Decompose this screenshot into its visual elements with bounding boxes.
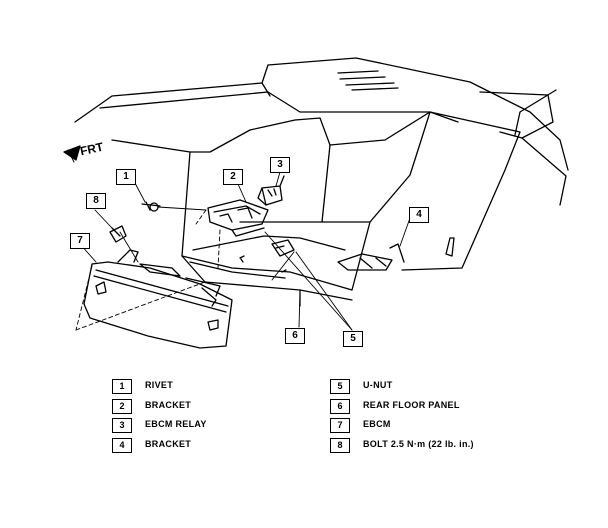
rivet xyxy=(141,201,161,212)
rear-floor-panel xyxy=(181,255,353,307)
ebcm-relay xyxy=(257,175,285,206)
legend-label: BRACKET xyxy=(145,439,192,449)
callout-4: 4 xyxy=(409,207,429,223)
bracket-4 xyxy=(337,243,405,271)
callout-8: 8 xyxy=(86,193,106,209)
legend-number: 3 xyxy=(112,418,132,433)
legend-label: REAR FLOOR PANEL xyxy=(363,400,460,410)
leader-lines xyxy=(79,171,411,331)
legend-label: EBCM RELAY xyxy=(145,419,207,429)
callout-5: 5 xyxy=(343,331,363,347)
callout-6: 6 xyxy=(285,328,305,344)
legend-number: 4 xyxy=(112,438,132,453)
legend-number: 5 xyxy=(330,379,350,394)
phantom-lines xyxy=(75,209,301,331)
bolt xyxy=(109,225,127,243)
bracket-2 xyxy=(207,199,269,237)
frt-arrow-icon xyxy=(63,145,81,163)
legend-number: 1 xyxy=(112,379,132,394)
legend-number: 8 xyxy=(330,438,350,453)
callout-2: 2 xyxy=(223,169,243,185)
legend-label: U-NUT xyxy=(363,380,393,390)
legend-label: BOLT 2.5 N·m (22 lb. in.) xyxy=(363,439,474,449)
legend-number: 2 xyxy=(112,399,132,414)
callout-1: 1 xyxy=(116,169,136,185)
legend-label: RIVET xyxy=(145,380,174,390)
legend-number: 7 xyxy=(330,418,350,433)
u-nut xyxy=(271,239,295,257)
legend-number: 6 xyxy=(330,399,350,414)
cargo-well xyxy=(111,111,521,291)
legend-label: BRACKET xyxy=(145,400,192,410)
legend-label: EBCM xyxy=(363,419,391,429)
ebcm-module xyxy=(83,249,233,349)
callout-3: 3 xyxy=(270,157,290,173)
vehicle-body-outline xyxy=(74,57,569,206)
callout-7: 7 xyxy=(70,233,90,249)
